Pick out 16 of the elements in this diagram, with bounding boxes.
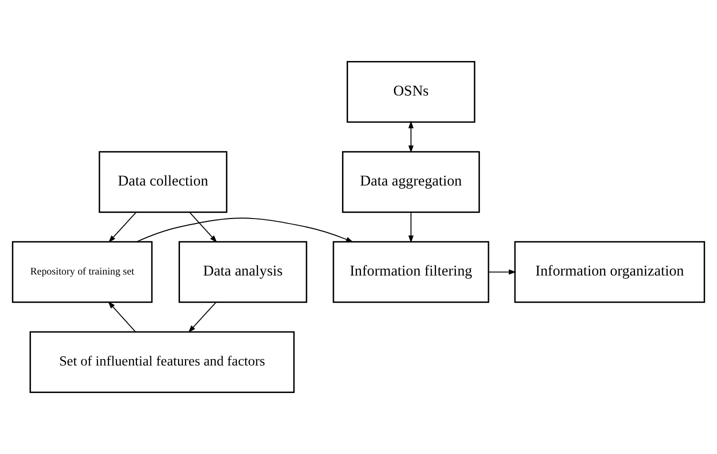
node-box: OSNs: [346, 61, 476, 123]
node-box: Repository of training set: [12, 241, 153, 303]
arrow: [488, 269, 516, 275]
arrow: [136, 218, 354, 242]
arrow: [408, 120, 414, 153]
node-box: Data collection: [98, 151, 228, 213]
node-box: Data aggregation: [342, 151, 480, 213]
arrow: [108, 212, 137, 243]
node-box: Data analysis: [178, 241, 308, 303]
arrow: [189, 212, 218, 243]
node-box: Information organization: [514, 241, 706, 303]
node-box: Information filtering: [332, 241, 490, 303]
arrow: [108, 301, 136, 332]
node-box: Set of influential features and factors: [30, 331, 295, 393]
arrow: [188, 302, 216, 333]
arrow: [408, 212, 414, 243]
